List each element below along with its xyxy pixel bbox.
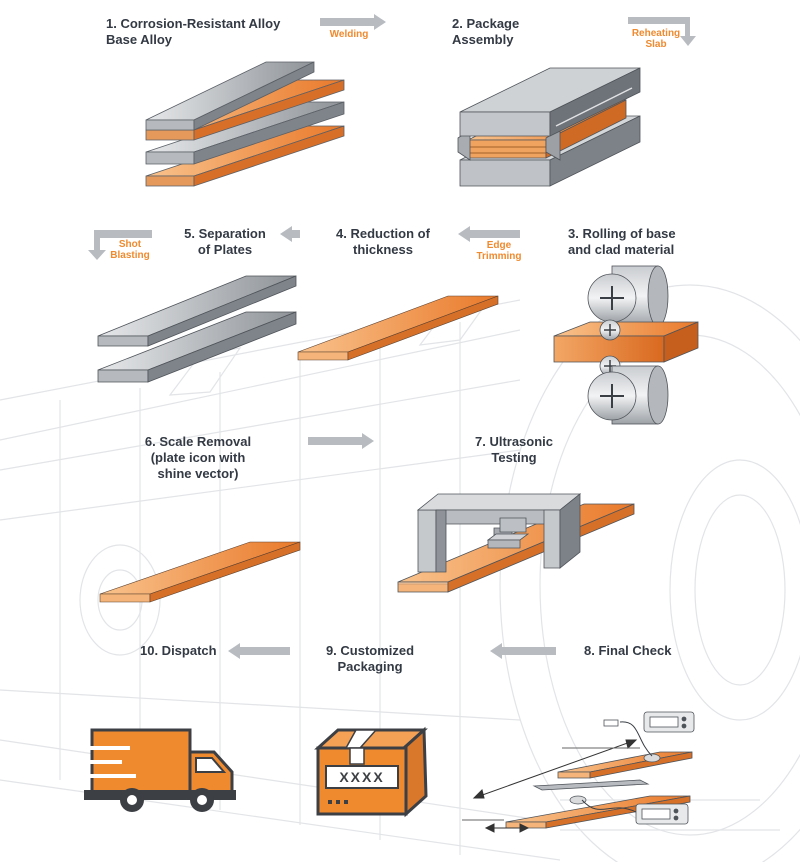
step8-final-check — [505, 711, 695, 829]
step6-plate — [99, 541, 301, 603]
step7-ultrasonic-rig — [397, 493, 635, 593]
step9-label: 9. Customized Packaging — [325, 643, 415, 674]
arrow-left-icon — [280, 226, 300, 242]
reheating-label: Reheating Slab — [631, 28, 681, 50]
arrow-step4-to-5 — [280, 226, 300, 242]
welding-label: Welding — [329, 29, 369, 40]
box-icon — [314, 726, 428, 818]
step3-label: 3. Rolling of base and clad material — [568, 226, 676, 257]
arrow-right-icon — [320, 14, 386, 30]
edge-trimming-label: Edge Trimming — [476, 240, 522, 262]
step10-label: 10. Dispatch — [140, 643, 217, 658]
arrow-down-icon — [88, 230, 152, 260]
arrow-reheating — [628, 17, 696, 46]
shot-blasting-label: Shot Blasting — [110, 239, 150, 261]
arrow-welding — [320, 14, 386, 30]
step1-label: 1. Corrosion-Resistant Alloy Base Alloy — [106, 16, 281, 47]
arrow-left-icon — [490, 643, 556, 659]
step7-label: 7. Ultrasonic Testing — [474, 434, 554, 465]
gauge-icon — [643, 711, 695, 733]
box-label: XXXX — [339, 769, 384, 785]
step1-plate-stack — [145, 61, 345, 187]
step4-label: 4. Reduction of thickness — [336, 226, 430, 257]
step2-label: 2. Package Assembly — [452, 16, 520, 47]
arrow-left-icon — [458, 226, 520, 242]
truck-icon — [70, 728, 236, 812]
step8-label: 8. Final Check — [584, 643, 672, 658]
step3-rolling-mill — [553, 265, 699, 425]
step4-plate — [297, 295, 499, 361]
step5-separated-plates — [97, 275, 297, 383]
arrow-step6-to-7 — [308, 433, 374, 449]
step6-label: 6. Scale Removal (plate icon with shine … — [144, 434, 252, 481]
arrow-edge-trimming — [458, 226, 520, 242]
arrow-left-icon — [228, 643, 290, 659]
step2-package — [457, 67, 641, 187]
arrow-step9-to-10 — [228, 643, 290, 659]
arrow-right-icon — [308, 433, 374, 449]
step5-label: 5. Separation of Plates — [184, 226, 266, 257]
gauge-icon — [635, 803, 689, 825]
measurement-arrows — [462, 739, 640, 833]
arrow-step8-to-9 — [490, 643, 556, 659]
arrow-shot-blasting — [88, 230, 152, 260]
arrow-down-icon — [628, 17, 696, 46]
